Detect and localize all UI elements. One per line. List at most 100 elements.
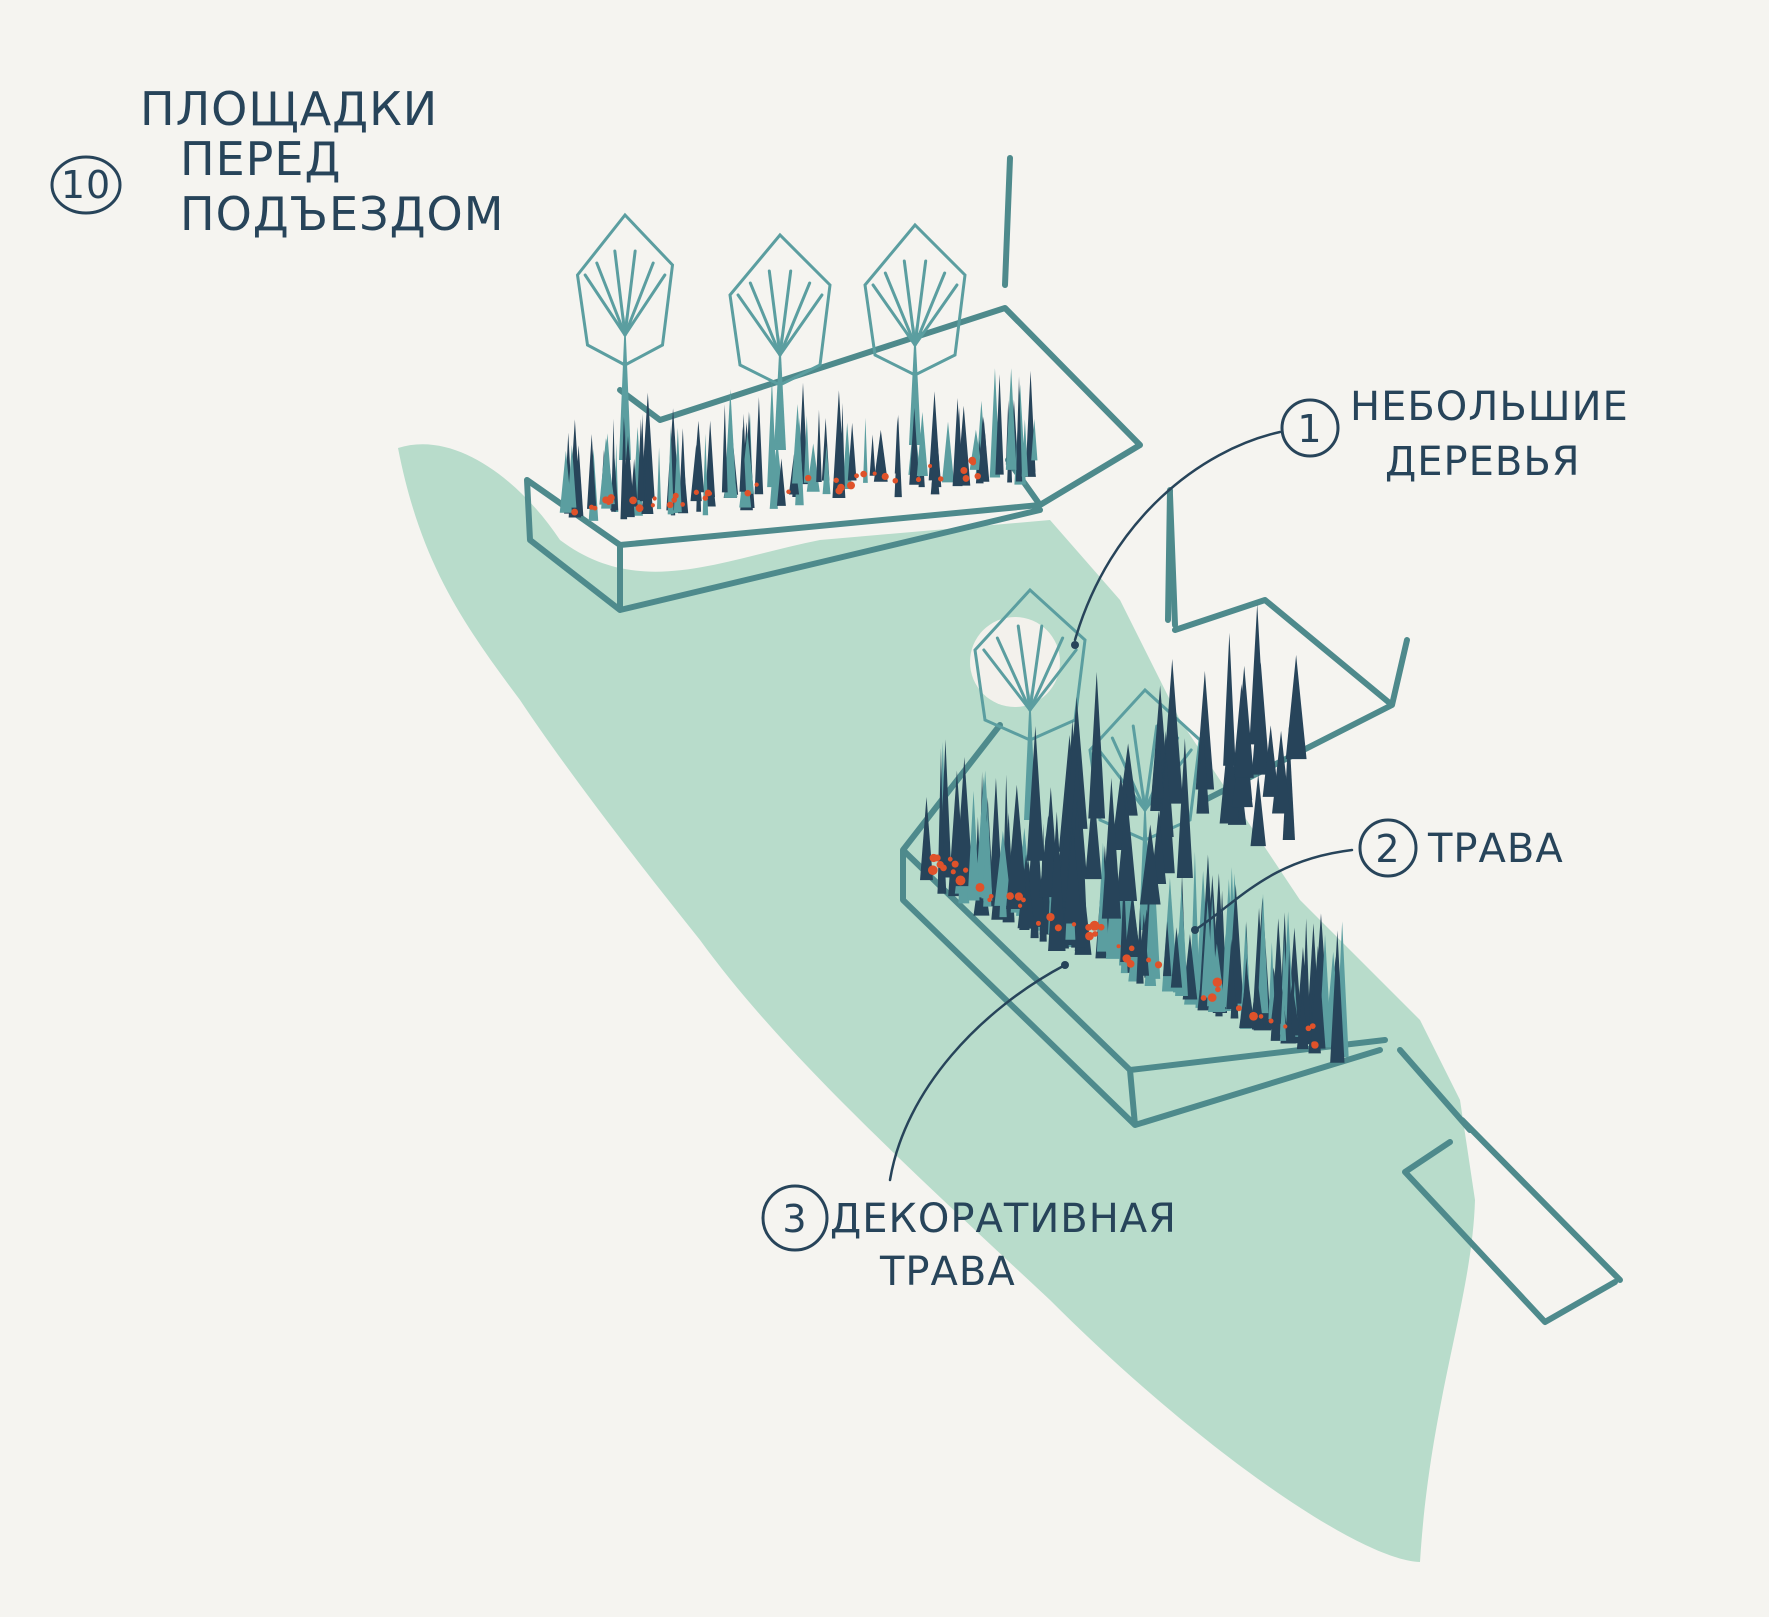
decorative-grass-blade	[1063, 825, 1082, 924]
flower-dot	[1071, 922, 1077, 927]
grass-blade	[1190, 851, 1200, 989]
orange-flowers	[571, 456, 1319, 1049]
grass-blade	[630, 458, 638, 507]
grass-blade	[1226, 938, 1237, 1010]
title-line-2: ПЕРЕД	[180, 132, 341, 186]
callout-3: 3 ДЕКОРАТИВНАЯ ТРАВА	[761, 1184, 1177, 1295]
flower-dot	[1006, 892, 1014, 900]
walkway-outline	[1397, 1047, 1623, 1325]
grass-blade	[1330, 930, 1345, 1063]
flower-dot	[854, 473, 859, 479]
flower-dot	[1283, 1024, 1288, 1029]
leader-dot-1	[1071, 641, 1079, 649]
lower-planter-outline	[900, 492, 1410, 1128]
flower-dot	[938, 476, 944, 482]
flower-dot	[1085, 931, 1094, 941]
flower-dot	[629, 496, 637, 505]
grass-blade	[1124, 891, 1141, 957]
flower-dot	[928, 463, 933, 468]
flower-dot	[1207, 993, 1217, 1002]
grass-blade	[977, 416, 990, 482]
flower-dot	[693, 489, 699, 495]
upper-planter-post	[1002, 155, 1013, 288]
grass-blade	[1120, 874, 1128, 962]
grass-blade	[705, 420, 716, 498]
grass-blade	[587, 434, 597, 509]
flower-dot	[1128, 945, 1135, 952]
decorative-grass-blade	[1088, 671, 1106, 819]
decorative-grass-blade	[1285, 654, 1307, 760]
grass-blade	[739, 426, 747, 492]
tree-branch	[871, 283, 917, 347]
flower-dot	[1154, 961, 1163, 969]
flower-dot	[672, 492, 679, 499]
flower-dot	[635, 504, 644, 513]
flower-dot	[650, 503, 655, 508]
grass-blade	[1310, 945, 1326, 1049]
grass-blade	[1031, 418, 1038, 461]
callout-1: 1 НЕБОЛЬШИЕ ДЕРЕВЬЯ	[1280, 384, 1629, 485]
flower-dot	[607, 494, 615, 502]
flower-dot	[929, 853, 938, 863]
grass-blade	[1162, 920, 1172, 977]
tree-branch	[623, 273, 667, 337]
lawn-area	[398, 444, 1475, 1562]
flower-dot	[892, 477, 899, 484]
tree-branch	[883, 271, 917, 347]
flower-dot	[1116, 944, 1121, 949]
flower-dot	[950, 869, 956, 875]
upper-planter-outline	[524, 305, 1143, 613]
callout-2: 2 ТРАВА	[1358, 818, 1563, 878]
tree-canopy-highlight	[970, 617, 1060, 707]
leader-dot-3	[1061, 961, 1069, 969]
tree-trunk	[909, 325, 921, 445]
flower-dot	[588, 504, 595, 510]
title-line-3: ПОДЪЕЗДОМ	[180, 187, 504, 241]
tree-branch	[1028, 648, 1078, 712]
flower-dot	[1258, 1014, 1264, 1019]
grass-blade	[1005, 368, 1017, 470]
flower-dot	[1311, 1041, 1317, 1047]
grass-blade	[559, 450, 573, 513]
flower-dot	[951, 860, 959, 868]
grass-blade	[832, 390, 846, 499]
flower-dot	[1035, 920, 1041, 926]
grass-blade	[656, 447, 662, 510]
decorative-grass-blade	[1249, 603, 1266, 745]
tree-branch	[778, 269, 793, 357]
tree-branch	[995, 636, 1032, 712]
callout-3-line-2: ТРАВА	[879, 1249, 1016, 1295]
flower-dot	[974, 472, 981, 480]
flower-dot	[571, 508, 579, 516]
flower-dot	[652, 496, 657, 501]
grass-blade	[1286, 949, 1293, 1035]
callout-3-line-1: ДЕКОРАТИВНАЯ	[830, 1196, 1177, 1242]
decorative-grass-blade	[1223, 632, 1236, 766]
callout-1-line-1: НЕБОЛЬШИЕ	[1350, 384, 1629, 430]
callout-1-line-2: ДЕРЕВЬЯ	[1385, 439, 1581, 485]
flower-dot	[962, 867, 969, 873]
grass-blade	[863, 417, 868, 483]
tree-branch	[778, 281, 812, 357]
grass-blade	[822, 445, 831, 495]
tree-branch	[913, 271, 947, 347]
decorative-grass-blade	[1196, 727, 1210, 814]
grass-blade	[967, 790, 980, 901]
lower-planter-post	[1165, 487, 1173, 623]
upper-grass	[559, 368, 1038, 521]
grass-blade	[894, 416, 901, 474]
decorative-grass-blade	[1085, 784, 1102, 880]
flower-dot	[666, 501, 674, 509]
flower-dot	[1215, 986, 1221, 993]
title-number: 10	[61, 163, 111, 207]
flower-dot	[847, 481, 855, 490]
grass-blade	[1268, 942, 1276, 1020]
flower-dot	[968, 456, 977, 465]
grass-blade	[909, 407, 920, 485]
title-line-1: ПЛОЩАДКИ	[140, 82, 438, 136]
flower-dot	[987, 897, 992, 902]
upper-tree	[728, 232, 832, 450]
leader-line-3	[888, 963, 1067, 1182]
grass-blade	[1025, 426, 1036, 477]
